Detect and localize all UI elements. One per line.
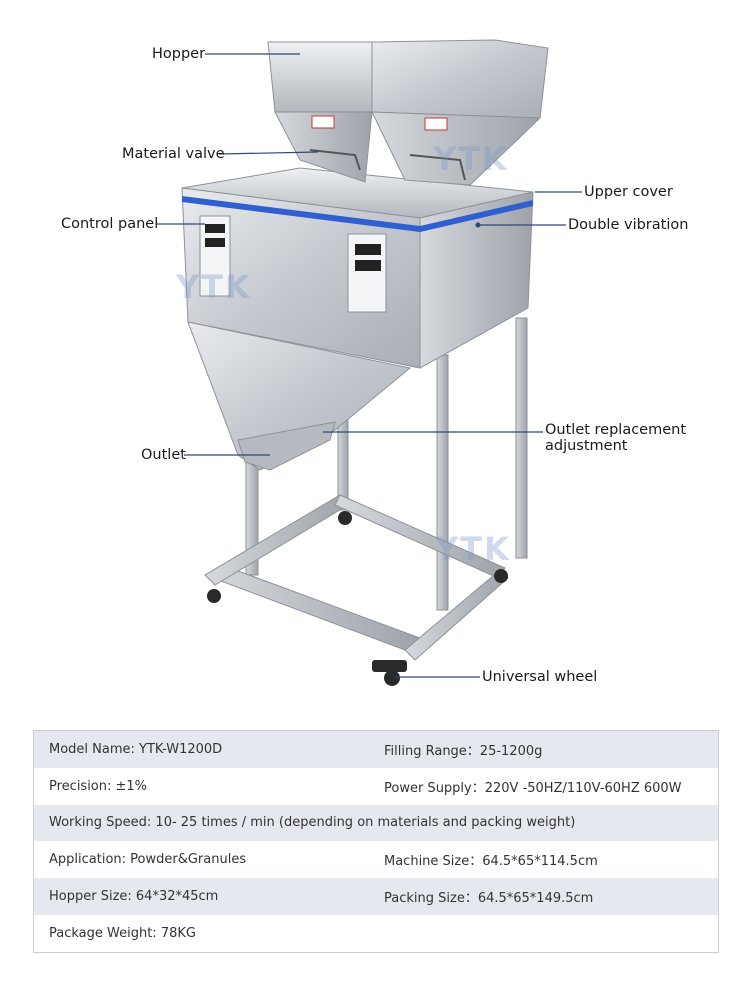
- callout-double-vibration: Double vibration: [568, 217, 689, 233]
- callout-control-panel: Control panel: [61, 216, 159, 232]
- spec-hopper-size: Hopper Size: 64*32*45cm: [49, 889, 219, 905]
- spec-filling-range: Filling Range：25-1200g: [384, 743, 543, 759]
- universal-wheels: [207, 511, 508, 686]
- watermark: YTK: [435, 530, 511, 568]
- callout-universal-wheel: Universal wheel: [482, 669, 598, 685]
- control-panels: [199, 215, 387, 313]
- spec-row: Hopper Size: 64*32*45cm Packing Size：64.…: [34, 878, 718, 915]
- callout-hopper: Hopper: [152, 46, 206, 62]
- spec-model-name: Model Name: YTK-W1200D: [49, 741, 223, 757]
- machine-illustration: [157, 39, 582, 686]
- support-frame: [203, 317, 528, 661]
- callout-outlet: Outlet: [141, 447, 186, 463]
- spec-packing-size: Packing Size：64.5*65*149.5cm: [384, 891, 594, 907]
- spec-row: Precision: ±1% Power Supply：220V -50HZ/1…: [34, 767, 718, 805]
- spec-power-supply: Power Supply：220V -50HZ/110V-60HZ 600W: [384, 780, 682, 796]
- spec-machine-size: Machine Size：64.5*65*114.5cm: [384, 854, 598, 870]
- watermark: YTK: [433, 140, 509, 178]
- callout-material-valve: Material valve: [122, 146, 225, 162]
- spec-precision: Precision: ±1%: [49, 778, 148, 794]
- main-body: [181, 167, 534, 369]
- hoppers: [267, 39, 549, 186]
- spec-working-speed: Working Speed: 10- 25 times / min (depen…: [49, 815, 576, 831]
- spec-package-weight: Package Weight: 78KG: [49, 925, 196, 941]
- callout-outlet-adjustment-line1: Outlet replacement: [545, 422, 687, 438]
- watermark: YTK: [176, 268, 252, 306]
- callout-outlet-adjustment-line2: adjustment: [545, 438, 628, 454]
- spec-row: Model Name: YTK-W1200D Filling Range：25-…: [34, 731, 718, 768]
- spec-row: Package Weight: 78KG: [34, 914, 718, 952]
- spec-row: Application: Powder&Granules Machine Siz…: [34, 841, 718, 879]
- spec-row: Working Speed: 10- 25 times / min (depen…: [34, 804, 718, 842]
- spec-table: Model Name: YTK-W1200D Filling Range：25-…: [33, 730, 719, 953]
- leader-lines: [157, 53, 582, 678]
- callout-upper-cover: Upper cover: [584, 184, 673, 200]
- machine-diagram: YTK YTK YTK Hopper Material valve Contro…: [61, 39, 689, 686]
- spec-application: Application: Powder&Granules: [49, 852, 247, 868]
